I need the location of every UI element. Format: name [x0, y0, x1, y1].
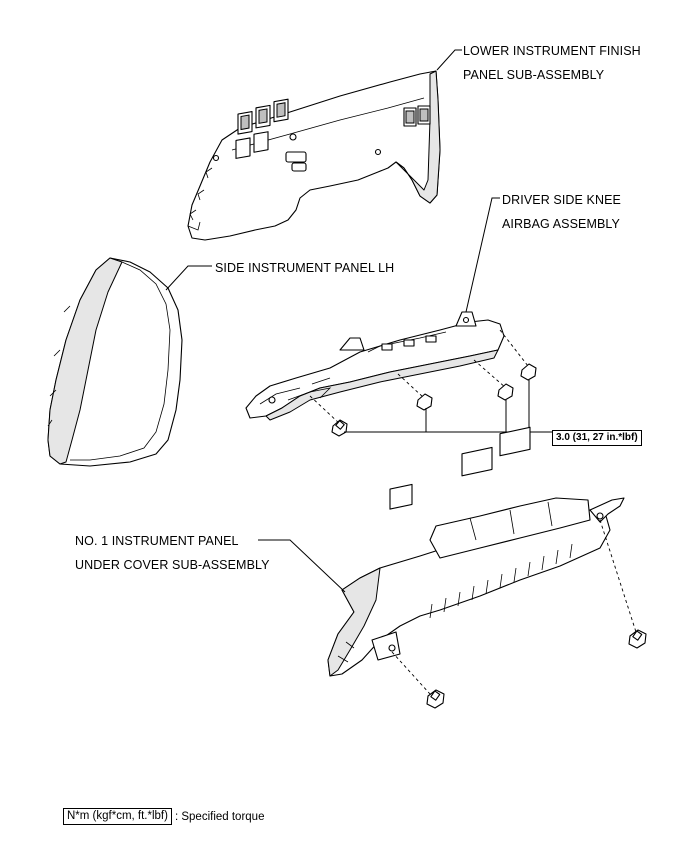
knee-airbag-label-line2: AIRBAG ASSEMBLY: [502, 217, 620, 231]
lower-panel-label-line2: PANEL SUB-ASSEMBLY: [463, 68, 605, 82]
bolt-4: [520, 363, 537, 381]
bolt-1: [331, 419, 348, 437]
driver-side-knee-airbag: [245, 311, 505, 421]
under-cover-label-line1: NO. 1 INSTRUMENT PANEL: [75, 534, 239, 548]
torque-legend: N*m (kgf*cm, ft.*lbf) : Specified torque: [63, 808, 264, 825]
torque-bracket: [344, 380, 552, 433]
side-panel-leader: [165, 265, 212, 291]
bolt-line-6: [599, 519, 637, 633]
torque-value-box: 3.0 (31, 27 in.*lbf): [552, 430, 642, 446]
under-cover-label-line2: UNDER COVER SUB-ASSEMBLY: [75, 558, 270, 572]
lower-instrument-finish-panel: [187, 70, 441, 241]
bolt-2: [416, 393, 433, 411]
side-instrument-panel-lh: [47, 257, 183, 467]
bolt-line-1: [309, 395, 341, 425]
bolt-3: [497, 383, 514, 401]
bolt-line-3: [473, 359, 507, 389]
lower-panel-leader: [436, 49, 462, 71]
knee-airbag-label-line1: DRIVER SIDE KNEE: [502, 193, 621, 207]
lower-panel-label-line1: LOWER INSTRUMENT FINISH: [463, 44, 641, 58]
no1-under-cover: [327, 426, 625, 677]
torque-legend-description: : Specified torque: [174, 810, 265, 823]
under-cover-leader: [258, 539, 346, 593]
bolt-6: [628, 629, 647, 649]
torque-unit-box: N*m (kgf*cm, ft.*lbf): [63, 808, 172, 825]
side-panel-label: SIDE INSTRUMENT PANEL LH: [215, 261, 395, 275]
knee-airbag-leader: [465, 197, 500, 313]
bolt-line-5: [391, 651, 431, 695]
bolt-line-4: [499, 329, 529, 367]
bolt-5: [426, 689, 445, 709]
